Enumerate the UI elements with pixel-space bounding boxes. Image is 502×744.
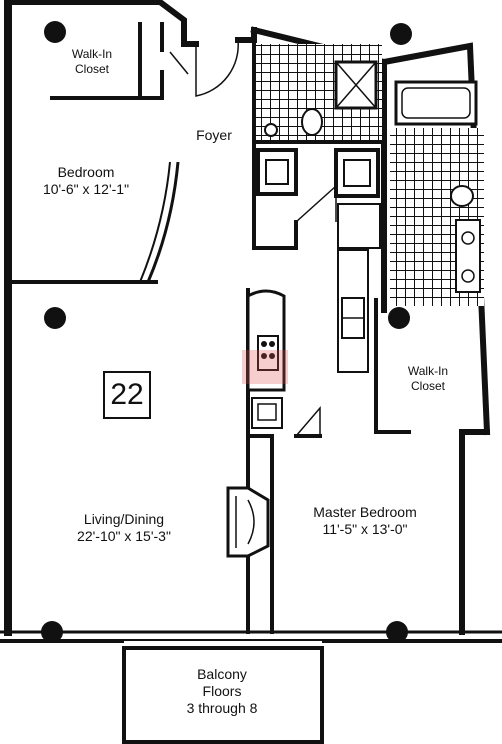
watermark-badge (242, 350, 288, 384)
walk-in-closet-label-1: Walk-In Closet (71, 47, 113, 76)
walk-in-closet-label-2: Walk-In Closet (407, 364, 449, 393)
bedroom-label: Bedroom 10'-6" x 12'-1" (42, 164, 130, 197)
toilet-icon-2 (450, 185, 474, 207)
structural-columns (41, 21, 412, 643)
living-dining-label: Living/Dining 22'-10" x 15'-3" (77, 511, 171, 544)
refrigerator (337, 203, 381, 249)
dryer (334, 148, 380, 198)
bedroom-curved-wall (146, 161, 180, 283)
washer (256, 148, 298, 196)
balcony-outline (122, 646, 324, 744)
unit-number: 22 (103, 371, 151, 419)
balcony-label: Balcony Floors 3 through 8 (186, 666, 258, 716)
toilet-icon (301, 108, 323, 136)
door-swings (169, 39, 337, 437)
master-bedroom-label: Master Bedroom 11'-5" x 13'-0" (313, 504, 417, 537)
fireplace (226, 486, 270, 558)
foyer-label: Foyer (196, 127, 232, 143)
vanity (455, 219, 481, 293)
bathtub (394, 80, 478, 126)
